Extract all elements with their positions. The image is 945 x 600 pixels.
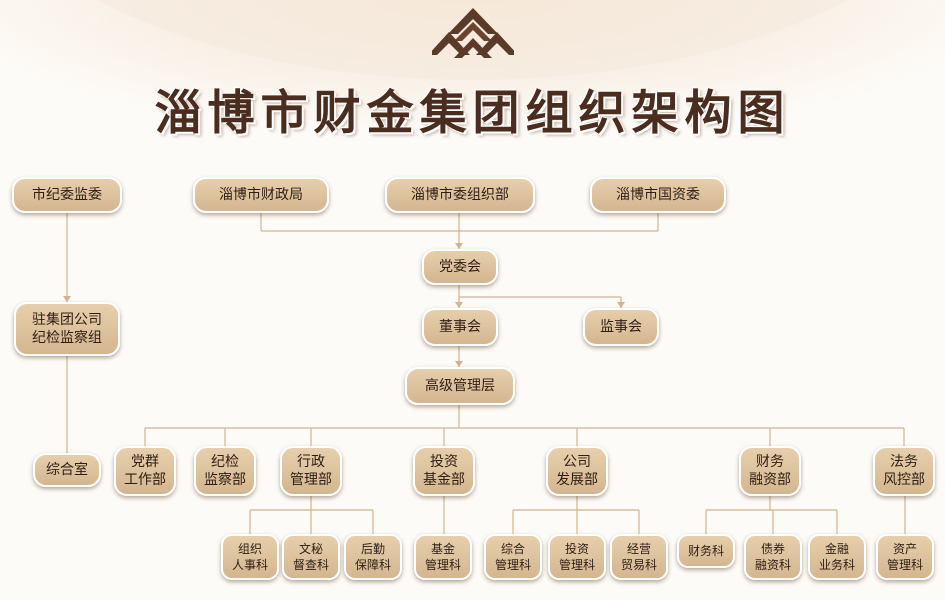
- node-fawu: 法务 风控部: [873, 446, 935, 496]
- node-fazhan: 公司 发展部: [546, 446, 608, 496]
- node-dangwei: 党委会: [422, 249, 498, 285]
- arrowhead-icon: [455, 243, 463, 249]
- node-zichan: 资产 管理科: [876, 534, 934, 580]
- node-renshi: 组织 人事科: [221, 534, 279, 580]
- node-houqin: 后勤 保障科: [344, 534, 402, 580]
- node-guozi: 淄博市国资委: [590, 177, 726, 213]
- arrowhead-icon: [455, 302, 463, 308]
- node-touzike: 投资 管理科: [548, 534, 606, 580]
- arrowhead-icon: [63, 296, 71, 302]
- node-zhaiquan: 债券 融资科: [744, 534, 802, 580]
- page-title: 淄博市财金集团组织架构图: [154, 86, 791, 141]
- node-jianshi: 监事会: [583, 308, 659, 346]
- node-caiwu: 财务 融资部: [739, 446, 801, 496]
- node-wenmi: 文秘 督查科: [282, 534, 340, 580]
- node-zonghe: 综合室: [33, 453, 101, 487]
- node-xingzheng: 行政 管理部: [280, 446, 342, 496]
- node-caiwuke: 财务科: [677, 534, 735, 568]
- node-dongshi: 董事会: [422, 308, 498, 346]
- node-zongheke: 综合 管理科: [484, 534, 542, 580]
- node-zuzhi: 淄博市委组织部: [385, 177, 535, 213]
- node-jingying: 经营 贸易科: [610, 534, 668, 580]
- node-jijian: 纪检 监察部: [194, 446, 256, 496]
- node-gaoguan: 高级管理层: [405, 367, 515, 405]
- node-dangqun: 党群 工作部: [114, 446, 176, 496]
- node-jiancha: 驻集团公司 纪检监察组: [14, 302, 120, 356]
- logo-icon: [432, 8, 514, 58]
- node-touzi: 投资 基金部: [413, 446, 475, 496]
- node-jiwei: 市纪委监委: [12, 177, 122, 213]
- node-jinrong: 金融 业务科: [808, 534, 866, 580]
- node-caizheng: 淄博市财政局: [193, 177, 329, 213]
- arrowhead-icon: [455, 361, 463, 367]
- node-jijin: 基金 管理科: [414, 534, 472, 580]
- arrowhead-icon: [617, 302, 625, 308]
